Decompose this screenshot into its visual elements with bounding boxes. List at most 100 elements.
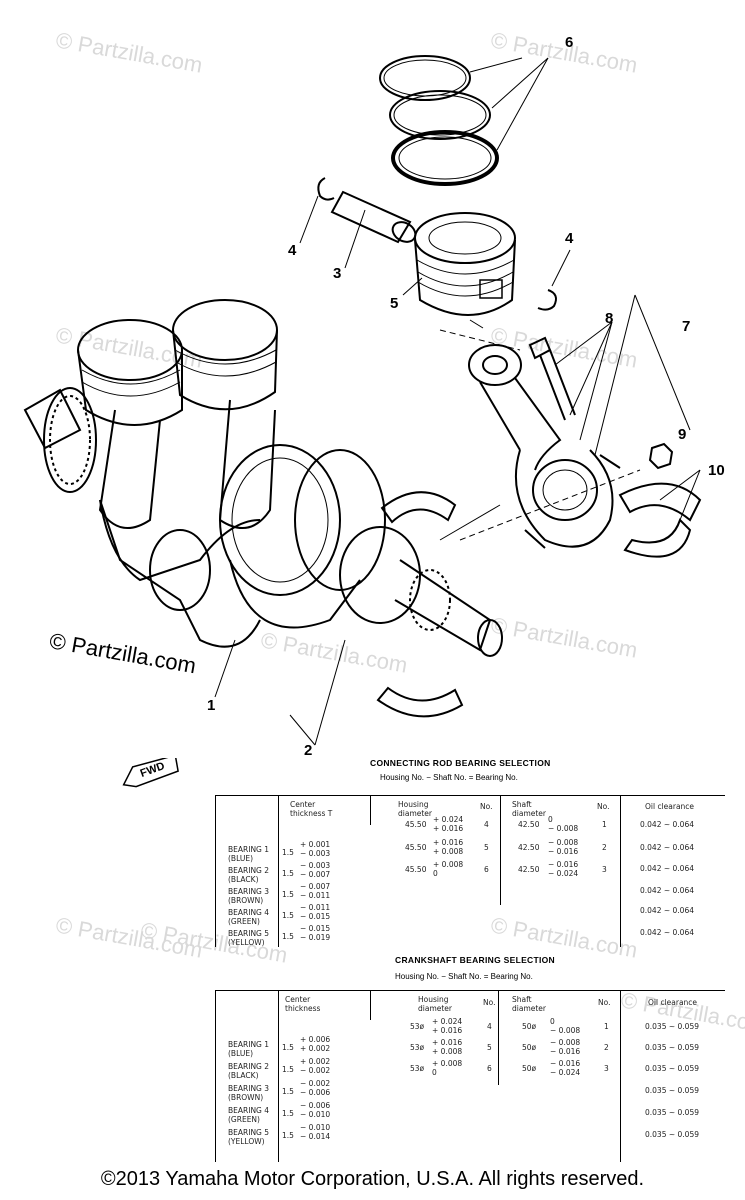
shaft-dia: 50ø — [522, 1064, 537, 1073]
callout-7: 7 — [682, 318, 691, 335]
crank-bearing — [376, 491, 464, 718]
callout-4: 4 — [565, 230, 574, 247]
shaft-no: 2 — [602, 843, 607, 852]
bearing-name: BEARING 1 (BLUE) — [228, 845, 270, 863]
header-center-thickness: Center thickness T — [290, 800, 333, 818]
callout-10: 10 — [708, 462, 725, 479]
header-shaft-diameter: Shaft diameter — [512, 995, 546, 1013]
shaft-no: 1 — [604, 1022, 609, 1031]
bearing-center: 1.5 — [282, 911, 294, 920]
bearing-center: 1.5 — [282, 890, 294, 899]
forward-arrow-icon: FWD — [120, 758, 182, 788]
housing-tol: + 0.024 + 0.016 — [432, 1017, 463, 1035]
oil-clearance: 0.042 ~ 0.064 — [640, 906, 694, 915]
copyright-notice: ©2013 Yamaha Motor Corporation, U.S.A. A… — [100, 1168, 645, 1190]
crankshaft-assembly — [23, 299, 503, 657]
bearing-tol: − 0.015 − 0.019 — [300, 924, 331, 942]
bearing-name: BEARING 2 (BLACK) — [228, 1062, 270, 1080]
bearing-center: 1.5 — [282, 1043, 294, 1052]
oil-clearance: 0.035 ~ 0.059 — [645, 1130, 699, 1139]
bearing-tol: − 0.006 − 0.010 — [300, 1101, 331, 1119]
housing-tol: + 0.016 + 0.008 — [432, 1038, 463, 1056]
axis-lines — [439, 329, 641, 541]
shaft-dia: 50ø — [522, 1043, 537, 1052]
bearing-center: 1.5 — [282, 1087, 294, 1096]
crank-table-title: CRANKSHAFT BEARING SELECTION — [395, 955, 555, 965]
header-no: No. — [483, 998, 496, 1007]
bearing-tol: − 0.007 − 0.011 — [300, 882, 331, 900]
bearing-name: BEARING 4 (GREEN) — [228, 908, 270, 926]
rod-table-subtitle: Housing No. − Shaft No. = Bearing No. — [380, 773, 518, 782]
bearing-center: 1.5 — [282, 869, 294, 878]
bearing-name: BEARING 3 (BROWN) — [228, 1084, 270, 1102]
bearing-name: BEARING 2 (BLACK) — [228, 866, 270, 884]
shaft-dia: 42.50 — [518, 865, 540, 874]
circlip — [317, 177, 335, 201]
housing-dia: 45.50 — [405, 843, 427, 852]
leader-lines — [214, 57, 701, 746]
shaft-no: 3 — [602, 865, 607, 874]
piston-pin — [330, 190, 417, 244]
oil-clearance: 0.042 ~ 0.064 — [640, 864, 694, 873]
shaft-no: 2 — [604, 1043, 609, 1052]
callout-8: 8 — [605, 310, 614, 327]
oil-clearance: 0.035 ~ 0.059 — [645, 1043, 699, 1052]
callout-9: 9 — [678, 426, 687, 443]
oil-clearance: 0.035 ~ 0.059 — [645, 1022, 699, 1031]
oil-clearance: 0.035 ~ 0.059 — [645, 1086, 699, 1095]
shaft-no: 1 — [602, 820, 607, 829]
bearing-name: BEARING 1 (BLUE) — [228, 1040, 270, 1058]
oil-clearance: 0.035 ~ 0.059 — [645, 1064, 699, 1073]
bearing-tol: + 0.002 − 0.002 — [300, 1057, 331, 1075]
housing-dia: 53ø — [410, 1022, 425, 1031]
crank-table-subtitle: Housing No. − Shaft No. = Bearing No. — [395, 972, 533, 981]
bearing-name: BEARING 4 (GREEN) — [228, 1106, 270, 1124]
bearing-center: 1.5 — [282, 932, 294, 941]
housing-no: 4 — [484, 820, 489, 829]
header-housing-diameter: Housing diameter — [418, 995, 452, 1013]
bearing-name: BEARING 5 (YELLOW) — [228, 929, 270, 947]
header-no: No. — [598, 998, 611, 1007]
shaft-tol: − 0.016 − 0.024 — [548, 860, 579, 878]
bearing-tol: − 0.003 − 0.007 — [300, 861, 331, 879]
oil-clearance: 0.042 ~ 0.064 — [640, 886, 694, 895]
connecting-rod — [468, 344, 621, 549]
callout-5: 5 — [390, 295, 399, 312]
bearing-tol: + 0.006 + 0.002 — [300, 1035, 331, 1053]
header-housing-diameter: Housing diameter — [398, 800, 432, 818]
circlip — [537, 289, 557, 311]
oil-clearance: 0.035 ~ 0.059 — [645, 1108, 699, 1117]
shaft-dia: 42.50 — [518, 820, 540, 829]
oil-clearance: 0.042 ~ 0.064 — [640, 928, 694, 937]
callout-2: 2 — [304, 742, 313, 759]
bearing-tol: − 0.011 − 0.015 — [300, 903, 331, 921]
header-no: No. — [480, 802, 493, 811]
housing-no: 5 — [487, 1043, 492, 1052]
shaft-tol: − 0.008 − 0.016 — [550, 1038, 581, 1056]
bearing-center: 1.5 — [282, 1109, 294, 1118]
shaft-no: 3 — [604, 1064, 609, 1073]
shaft-tol: 0 − 0.008 — [550, 1017, 581, 1035]
piston — [414, 212, 516, 316]
bearing-name: BEARING 3 (BROWN) — [228, 887, 270, 905]
rod-bearing — [618, 482, 702, 558]
rod-nut — [648, 442, 674, 470]
rod-table-title: CONNECTING ROD BEARING SELECTION — [370, 758, 551, 768]
bearing-tol: − 0.002 − 0.006 — [300, 1079, 331, 1097]
callout-1: 1 — [207, 697, 216, 714]
housing-dia: 53ø — [410, 1064, 425, 1073]
bearing-tol: − 0.010 − 0.014 — [300, 1123, 331, 1141]
housing-tol: + 0.024 + 0.016 — [433, 815, 464, 833]
header-oil-clearance: Oil clearance — [648, 998, 698, 1007]
bearing-center: 1.5 — [282, 848, 294, 857]
oil-clearance: 0.042 ~ 0.064 — [640, 843, 694, 852]
header-oil-clearance: Oil clearance — [645, 802, 695, 811]
callout-4: 4 — [288, 242, 297, 259]
housing-tol: + 0.016 + 0.008 — [433, 838, 464, 856]
shaft-dia: 50ø — [522, 1022, 537, 1031]
housing-dia: 45.50 — [405, 820, 427, 829]
bearing-center: 1.5 — [282, 1131, 294, 1140]
shaft-tol: − 0.008 − 0.016 — [548, 838, 579, 856]
housing-tol: + 0.008 0 — [433, 860, 464, 878]
shaft-tol: 0 − 0.008 — [548, 815, 579, 833]
